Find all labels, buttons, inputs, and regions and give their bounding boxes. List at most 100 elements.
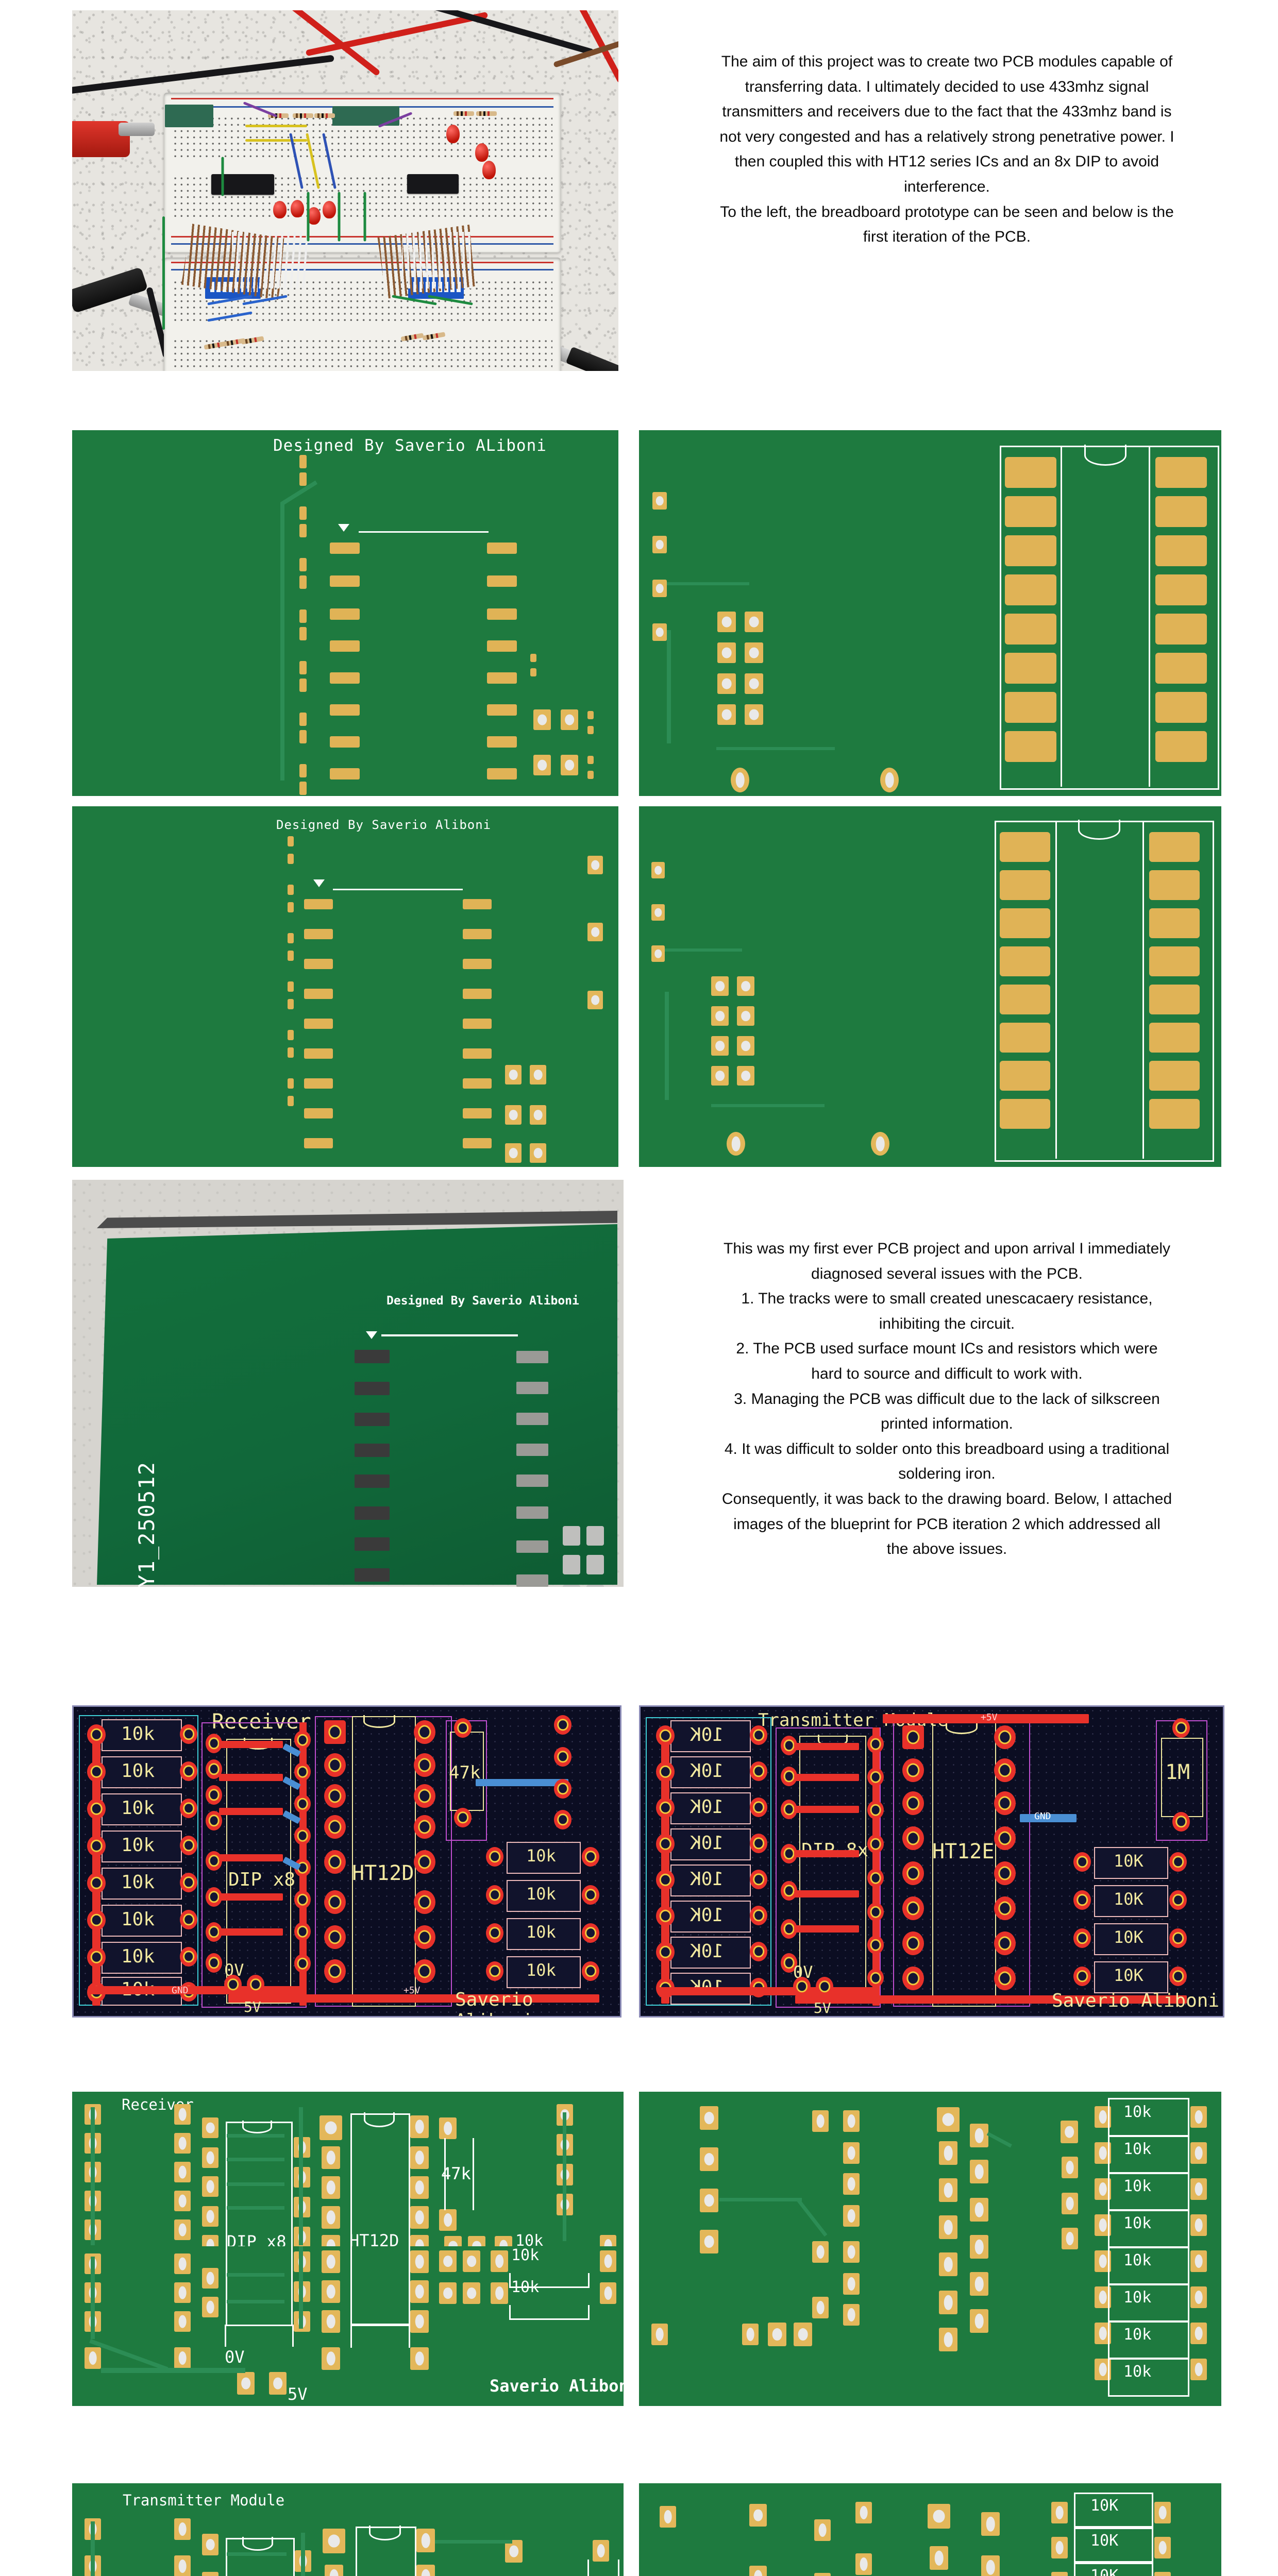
resistor-value: 10K [1114,1927,1144,1947]
resistor-value: 10K [1090,2497,1119,2515]
designer-silkscreen-label: Designed By Saverio ALiboni [273,436,547,455]
net-label: +5V [981,1712,998,1723]
pcb-v2-receiver-back: 10k 10k 10k 10k 10k 10k 10k 10k [639,2092,1221,2406]
resistor-value: 10K [1114,1889,1144,1909]
review-line: hard to source and difficult to work wit… [811,1365,1083,1382]
review-line: images of the blueprint for PCB iteratio… [733,1515,1161,1533]
designer-silkscreen-label: Designed By Saverio Aliboni [386,1294,579,1308]
review-line: Consequently, it was back to the drawing… [721,1490,1172,1507]
resistor-value: 10k [515,2232,544,2246]
resistor-value: 10k [526,1884,556,1904]
resistor-value: 10k [121,1946,155,1967]
resistor-value-47k: 47k [441,2164,471,2183]
resistor [314,113,335,118]
resistor-value: 10K [1090,2532,1119,2550]
blueprint-title: Receiver [212,1710,311,1734]
resistor-value: 10k [121,1723,155,1744]
review-line: 3. Managing the PCB was difficult due to… [734,1390,1160,1408]
ic-outline [359,531,489,796]
review-line: soldering iron. [898,1465,996,1483]
pcb-v1-render-top-right [639,430,1221,796]
pin1-marker-icon [338,524,349,532]
dip-label: DIP x8 [227,2232,287,2246]
led [482,161,496,179]
led [323,201,336,218]
resistor-value: 10K [690,1905,724,1926]
led [273,201,287,218]
resistor-value: 10k [526,1846,556,1866]
resistor-value: 10k [526,1922,556,1942]
resistor-value: 10K [690,1760,724,1782]
resistor-value: 10k [1123,2251,1152,2269]
resistor-value: 10K [690,1833,724,1854]
intro-line: The aim of this project was to create tw… [721,53,1173,70]
resistor-value: 10k [121,1872,155,1893]
power-label: 5V [814,1999,831,2016]
pcb-v2-receiver-front-lower: 10k 10k 0V 5V Saverio Aliboni [72,2246,624,2406]
resistor [293,113,313,118]
pcb-v1-render-bottom-right [639,806,1221,1167]
pcb-v2-receiver-front: Receiver DIP x8 [72,2092,624,2246]
resistor-value: 10k [1123,2326,1152,2344]
intro-line: then coupled this with HT12 series ICs a… [734,153,1159,171]
resistor-value: 10K [1090,2567,1119,2576]
pad-label: 5V [288,2384,308,2404]
dip-label: DIP x8 [228,1869,296,1890]
pcb-v1-render-top-left: Designed By Saverio ALiboni [72,430,618,796]
resistor-value: 10k [526,1960,556,1980]
blueprint-transmitter: Transmitter Module 10K 10K 10K 10K 10K 1… [639,1705,1224,2018]
resistor [453,111,474,116]
ic-chip [211,174,274,195]
net-label: +5V [403,1985,421,1996]
rf-module [165,105,213,127]
resistor-value: 10k [1123,2289,1152,2307]
intro-line: To the left, the breadboard prototype ca… [720,203,1174,221]
designer-silkscreen-label: Designed By Saverio Aliboni [276,818,492,832]
review-text: This was my first ever PCB project and u… [662,1236,1232,1562]
resistor-value: 10k [1123,2140,1152,2158]
resistor [476,111,497,116]
review-line: 2. The PCB used surface mount ICs and re… [736,1340,1158,1358]
breadboard-prototype-photo [72,10,618,371]
review-line: inhibiting the circuit. [879,1315,1015,1332]
led [446,125,460,143]
pcb-serial-number: 971693A_Y1_250512 [134,1461,159,1587]
resistor-value: 10k [121,1909,155,1930]
ic-label: HT12E [932,1840,995,1863]
review-line: This was my first ever PCB project and u… [724,1240,1170,1257]
designer-signature: Saverio Aliboni [1052,1990,1220,2011]
resistor-value: 10K [1114,1851,1144,1871]
pin1-marker-icon [313,879,325,887]
pad-label: 0V [225,2347,245,2367]
intro-line: transferring data. I ultimately decided … [745,78,1149,95]
resistor-value: 10K [690,1869,724,1890]
resistor-value: 10K [690,1797,724,1818]
resistor-value: 10k [1123,2177,1152,2195]
resistor-value: 10k [511,2278,540,2296]
intro-line: transmitters and receivers due to the fa… [722,103,1172,121]
resistor-value: 10K [690,1724,724,1745]
resistor-value: 47k [441,2164,471,2183]
review-line: 4. It was difficult to solder onto this … [724,1440,1170,1458]
review-line: the above issues. [886,1540,1007,1558]
designer-signature: Saverio Aliboni [490,2376,624,2396]
pcb-v1-photo: 971693A_Y1_250512 Designed By Saverio Al… [72,1180,624,1587]
review-line: 1. The tracks were to small created unes… [741,1290,1153,1308]
power-label: 5V [244,1998,261,2015]
net-label: GND [1034,1811,1051,1822]
breadboard-lower [164,258,561,371]
resistor-value: 10k [1123,2363,1152,2381]
led [475,143,489,162]
pcb-v2-transmitter-back: 10K 10K 10K 10K 10K 10K 10K 10K [639,2483,1221,2576]
resistor-value: 10k [121,1835,155,1856]
pcb-v1-render-bottom-left: Designed By Saverio Aliboni [72,806,618,1167]
net-label: GND [172,1985,189,1996]
review-line: printed information. [881,1415,1013,1433]
resistor-value: 47k [449,1762,481,1783]
ic-chip [407,174,459,194]
review-line: diagnosed several issues with the PCB. [811,1265,1083,1282]
blueprint-receiver: Receiver 10k 10k 10k 10k 10k 10k 10k 10k [72,1705,621,2018]
resistor-value: 10k [1123,2103,1152,2121]
intro-line: interference. [904,178,990,195]
ic-label: HT12D [352,1861,414,1885]
